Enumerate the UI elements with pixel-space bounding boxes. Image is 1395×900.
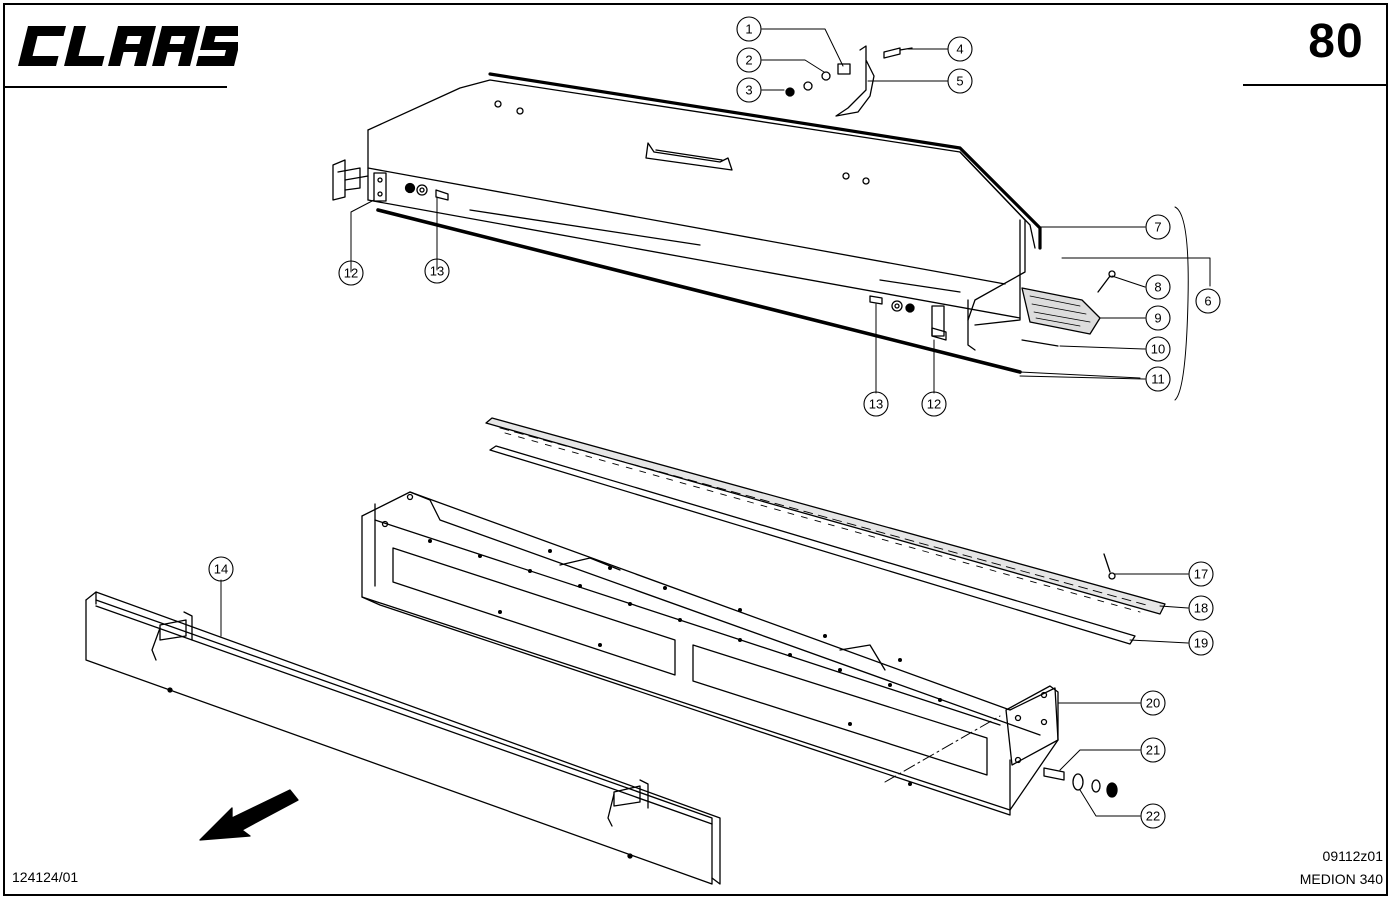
callout-4: 4 xyxy=(947,36,973,62)
callout-2: 2 xyxy=(736,47,762,73)
callout-11: 11 xyxy=(1145,366,1171,392)
callout-14: 14 xyxy=(208,556,234,582)
callout-12-left: 12 xyxy=(338,260,364,286)
svg-text:5: 5 xyxy=(956,74,963,89)
svg-text:12: 12 xyxy=(344,266,358,281)
svg-text:10: 10 xyxy=(1151,342,1165,357)
footer-drawing-code: 09112z01 xyxy=(1322,848,1383,864)
svg-text:14: 14 xyxy=(214,562,228,577)
callout-19: 19 xyxy=(1188,630,1214,656)
footer-document-code: 124124/01 xyxy=(12,869,79,885)
callout-18: 18 xyxy=(1188,595,1214,621)
upper-leader-lines xyxy=(350,28,1211,401)
callout-3: 3 xyxy=(736,77,762,103)
svg-text:9: 9 xyxy=(1154,311,1161,326)
callout-21: 21 xyxy=(1140,737,1166,763)
svg-text:19: 19 xyxy=(1194,636,1208,651)
svg-text:17: 17 xyxy=(1194,567,1208,582)
callout-1: 1 xyxy=(736,16,762,42)
page-frame xyxy=(3,3,1388,896)
svg-text:12: 12 xyxy=(927,397,941,412)
page-number-underline xyxy=(1243,84,1388,86)
callout-9: 9 xyxy=(1145,305,1171,331)
svg-text:22: 22 xyxy=(1146,809,1160,824)
deflector-plate xyxy=(85,591,721,885)
callout-12-right: 12 xyxy=(921,391,947,417)
footer-model-name: MEDION 340 xyxy=(1299,871,1383,887)
callout-13-left: 13 xyxy=(424,258,450,284)
svg-text:21: 21 xyxy=(1146,743,1160,758)
svg-text:3: 3 xyxy=(745,83,752,98)
lower-frame-assembly xyxy=(361,491,1118,816)
svg-text:1: 1 xyxy=(745,22,752,37)
upper-housing-assembly xyxy=(332,45,1141,379)
svg-text:7: 7 xyxy=(1154,220,1161,235)
callout-7: 7 xyxy=(1145,214,1171,240)
svg-text:18: 18 xyxy=(1194,601,1208,616)
page-number: 80 xyxy=(1308,15,1364,68)
perforated-strips xyxy=(485,417,1166,645)
svg-text:13: 13 xyxy=(869,397,883,412)
callout-13-right: 13 xyxy=(863,391,889,417)
callout-10: 10 xyxy=(1145,336,1171,362)
callout-17: 17 xyxy=(1188,561,1214,587)
svg-text:11: 11 xyxy=(1151,372,1165,387)
brand-underline xyxy=(3,86,227,88)
callout-5: 5 xyxy=(947,68,973,94)
svg-text:20: 20 xyxy=(1146,696,1160,711)
svg-text:13: 13 xyxy=(430,264,444,279)
lower-leader-lines xyxy=(220,573,1189,817)
svg-text:4: 4 xyxy=(956,42,963,57)
svg-text:2: 2 xyxy=(745,53,752,68)
callout-8: 8 xyxy=(1145,274,1171,300)
claas-logo xyxy=(18,26,238,66)
callout-20: 20 xyxy=(1140,690,1166,716)
svg-text:6: 6 xyxy=(1204,294,1211,309)
svg-text:8: 8 xyxy=(1154,280,1161,295)
direction-arrow xyxy=(199,789,299,841)
callout-22: 22 xyxy=(1140,803,1166,829)
callout-6: 6 xyxy=(1195,288,1221,314)
